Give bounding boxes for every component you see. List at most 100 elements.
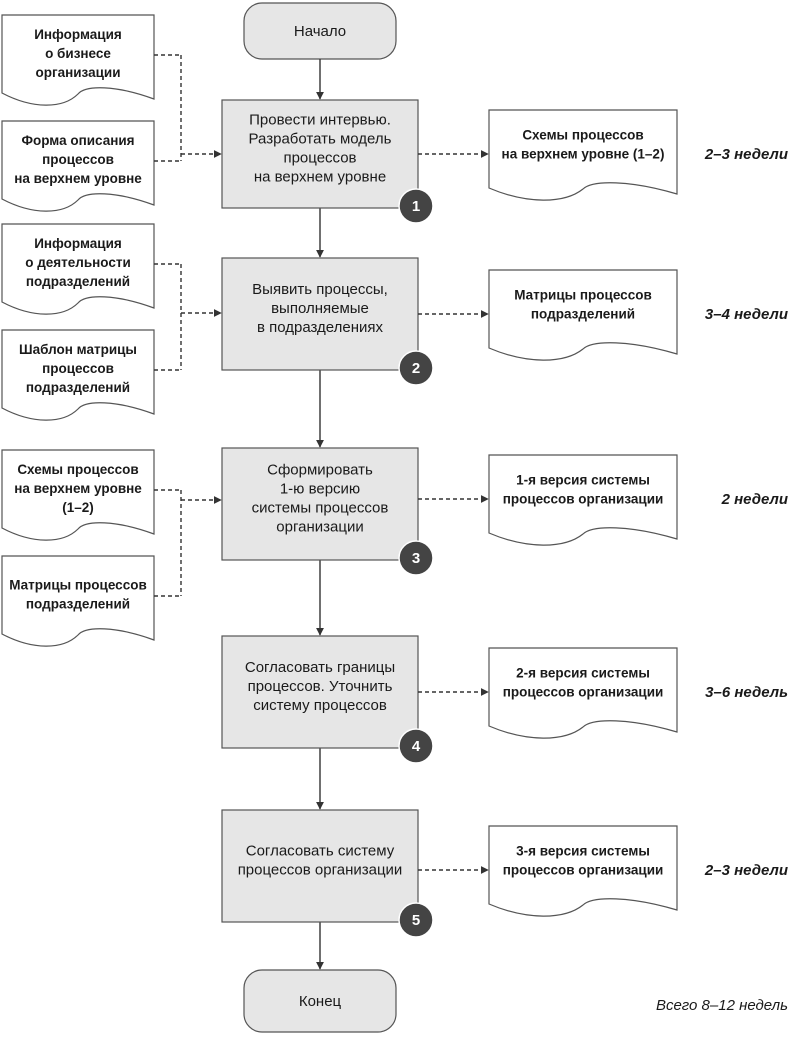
start-label: Начало	[294, 23, 346, 40]
input-document: Информация о деятельности подразделений	[1, 223, 155, 315]
output-document-outline	[488, 825, 678, 917]
step-box	[221, 809, 419, 923]
input-document-text-line: Матрицы процессов	[9, 578, 147, 593]
step-number: 2	[412, 360, 420, 377]
input-document-outline	[1, 449, 155, 541]
input-document-outline	[1, 223, 155, 315]
input-document-text-line: подразделений	[26, 597, 130, 612]
step-text-line: на верхнем уровне	[254, 169, 386, 186]
step-text-line: Выявить процессы,	[252, 281, 388, 298]
output-document-text-line: Матрицы процессов	[514, 288, 652, 303]
output-document-text-line: 3-я версия системы	[516, 844, 650, 859]
start-terminator: Начало	[243, 2, 397, 60]
input-document-text-line: подразделений	[26, 380, 130, 395]
output-document: Схемы процессов на верхнем уровне (1–2)	[488, 109, 678, 201]
input-document-text-line: (1–2)	[62, 500, 94, 515]
output-document-text-line: на верхнем уровне (1–2)	[502, 147, 665, 162]
output-document-text-line: 1-я версия системы	[516, 473, 650, 488]
step-text-line: процессов	[283, 150, 356, 167]
step-text: Провести интервью. Разработать модель проц…	[249, 112, 392, 186]
output-document: 2-я версия системы процессов организации	[488, 647, 678, 739]
input-document-text-line: Информация	[34, 27, 122, 42]
step-box	[221, 635, 419, 749]
step-text-line: Сформировать	[267, 462, 373, 479]
input-document-text-line: Схемы процессов	[17, 462, 138, 477]
step-duration: 2–3 недели	[704, 146, 788, 163]
input-document-outline	[1, 329, 155, 421]
output-document-outline	[488, 109, 678, 201]
total-duration: Всего 8–12 недель	[656, 997, 788, 1014]
step-number-badge	[398, 350, 434, 386]
output-document-text: Матрицы процессов подразделений	[514, 288, 652, 322]
step-number-badge	[398, 728, 434, 764]
output-document-text: Схемы процессов на верхнем уровне (1–2)	[502, 128, 665, 162]
input-document-text-line: подразделений	[26, 274, 130, 289]
step-number-badge	[398, 540, 434, 576]
step-box	[221, 257, 419, 371]
step-text-line: Разработать модель	[249, 131, 392, 148]
step-number: 5	[412, 912, 420, 929]
input-document-text-line: Шаблон матрицы	[19, 342, 137, 357]
step-number: 3	[412, 550, 420, 567]
step-number: 1	[412, 198, 420, 215]
output-document: Матрицы процессов подразделений	[488, 269, 678, 361]
step-number-badge	[398, 188, 434, 224]
step-duration: 2 недели	[721, 491, 788, 508]
end-label: Конец	[299, 993, 342, 1010]
input-document-text-line: Форма описания	[21, 133, 134, 148]
step-text-line: выполняемые	[271, 300, 369, 317]
output-document-outline	[488, 647, 678, 739]
output-document-outline	[488, 454, 678, 546]
output-document-text: 2-я версия системы процессов организации	[503, 666, 664, 700]
process-step-1: Провести интервью. Разработать модель проц…	[1, 14, 788, 224]
input-document-outline	[1, 120, 155, 212]
output-document-text-line: подразделений	[531, 307, 635, 322]
step-duration: 3–4 недели	[705, 306, 788, 323]
input-document-text-line: о деятельности	[25, 255, 131, 270]
step-text-line: Согласовать систему	[246, 843, 395, 860]
step-text-line: организации	[276, 519, 363, 536]
step-text-line: Провести интервью.	[249, 112, 391, 129]
step-text-line: систему процессов	[253, 697, 387, 714]
input-document-text-line: Информация	[34, 236, 122, 251]
flow-layer: Провести интервью. Разработать модель проц…	[1, 14, 788, 970]
step-text-line: системы процессов	[252, 500, 389, 517]
output-document-outline	[488, 269, 678, 361]
step-text-line: в подразделениях	[257, 319, 384, 336]
input-document-text-line: о бизнесе	[45, 46, 111, 61]
process-step-2: Выявить процессы, выполняемые в подразделе…	[1, 223, 788, 421]
step-text-line: 1-ю версию	[280, 481, 360, 498]
output-document-text-line: процессов организации	[503, 685, 664, 700]
step-number-badge	[398, 902, 434, 938]
input-document-text-line: на верхнем уровне	[14, 481, 142, 496]
input-document-outline	[1, 555, 155, 647]
input-document-text: Схемы процессов на верхнем уровне (1–2)	[14, 462, 142, 515]
step-box	[221, 447, 419, 561]
output-document-text-line: 2-я версия системы	[516, 666, 650, 681]
output-document-text-line: Схемы процессов	[522, 128, 643, 143]
input-document-outline	[1, 14, 155, 106]
step-duration: 2–3 недели	[704, 862, 788, 879]
step-text: Выявить процессы, выполняемые в подразделе…	[252, 281, 388, 336]
step-duration: 3–6 недель	[705, 684, 788, 701]
step-box	[221, 99, 419, 209]
input-document: Схемы процессов на верхнем уровне (1–2)	[1, 449, 155, 541]
input-document-text: Информация о деятельности подразделений	[25, 236, 131, 289]
input-document: Матрицы процессов подразделений	[1, 555, 155, 647]
input-document-text: Матрицы процессов подразделений	[9, 578, 147, 612]
input-document-text-line: процессов	[42, 152, 114, 167]
